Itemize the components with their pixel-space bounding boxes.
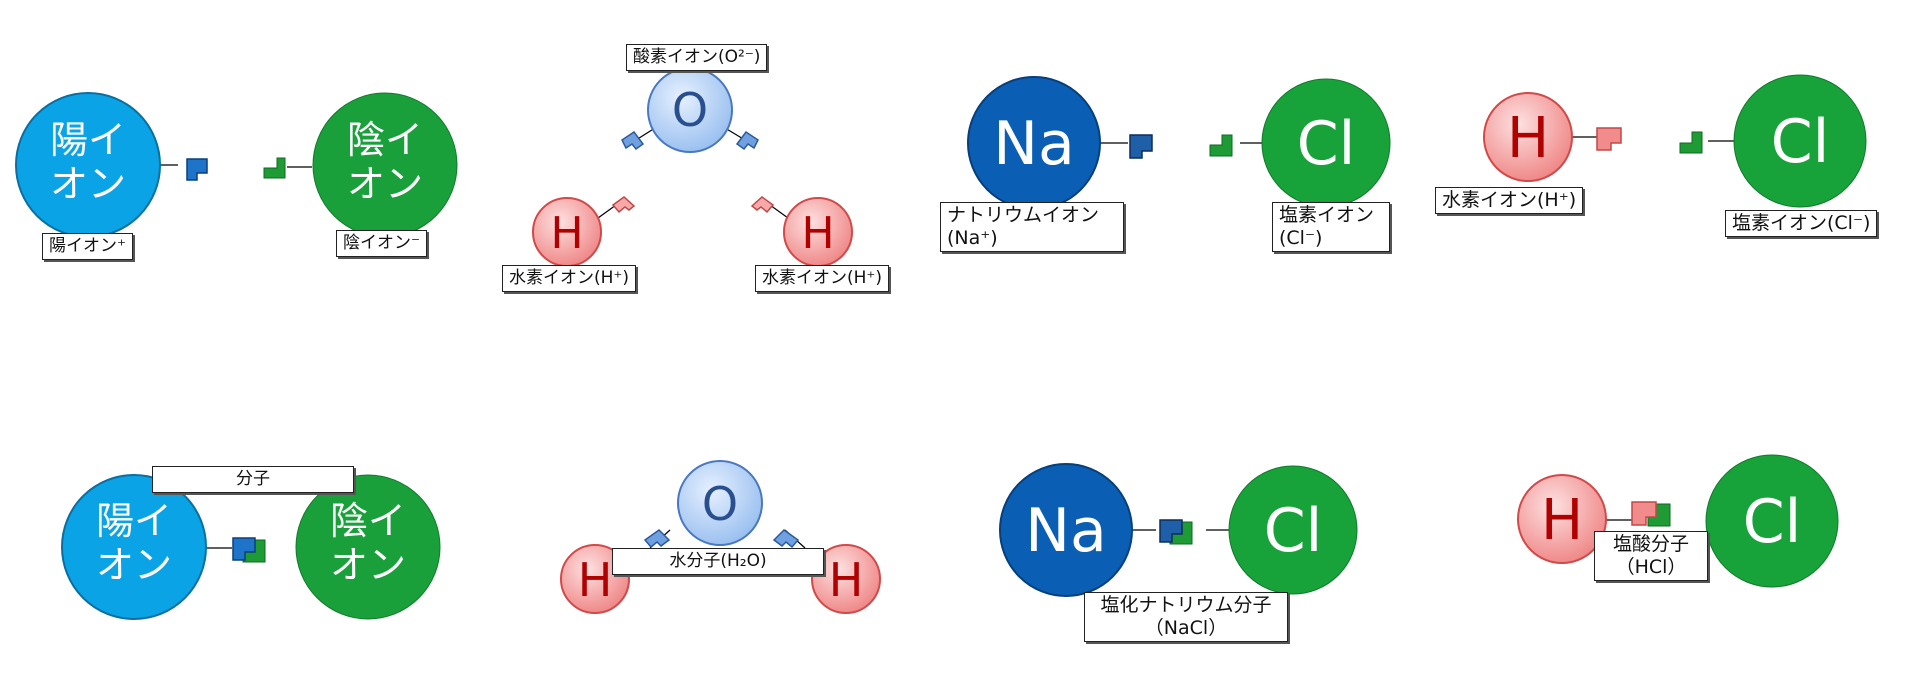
water-hydrogen-right-circle (811, 544, 881, 614)
water-molecule-label: 水分子(H₂O) (612, 548, 824, 575)
molecule-anion-line1: 陰イ (330, 499, 406, 543)
water-hydrogen-right-symbol: H (829, 553, 864, 607)
hydrogen-ion-hcl-circle (1483, 92, 1573, 182)
oxygen-connector-left (621, 130, 645, 151)
hcl-molecule-label: 塩酸分子 （HCl） (1594, 531, 1708, 581)
nacl-molecule-label: 塩化ナトリウム分子 （NaCl） (1084, 592, 1288, 642)
nacl-chloride-symbol: Cl (1264, 496, 1323, 566)
oxygen-connector-right (735, 130, 759, 151)
molecule-anion-line2: オン (330, 543, 406, 587)
water-oxygen-symbol: O (702, 477, 738, 531)
chloride-ion-hcl-symbol: Cl (1771, 107, 1830, 177)
sodium-ion-label: ナトリウムイオン (Na⁺) (940, 202, 1124, 252)
chloride-ion-symbol: Cl (1297, 109, 1356, 179)
hcl-molecule-label-line2: （HCl） (1615, 556, 1687, 578)
hydrogen-right-connector (750, 196, 775, 214)
water-hydrogen-left-symbol: H (578, 553, 613, 607)
molecule-cation-circle (61, 474, 207, 620)
anion-label: 陰イオン⁻ (336, 230, 427, 257)
water-bond-left (643, 529, 671, 549)
anion-connector (263, 157, 286, 179)
chloride-hcl-connector (1679, 131, 1703, 154)
cation-text-line2: オン (50, 162, 126, 206)
oxygen-ion-symbol: O (672, 83, 708, 137)
hcl-hydrogen-circle (1517, 474, 1607, 564)
nacl-molecule-label-line2: （NaCl） (1144, 617, 1228, 639)
molecule-cation-line2: オン (96, 543, 172, 587)
hydrogen-ion-right-label: 水素イオン(H⁺) (755, 265, 890, 292)
anion-text-line1: 陰イ (347, 118, 423, 162)
oxygen-ion-label: 酸素イオン(O²⁻) (626, 44, 768, 71)
nacl-chloride-circle (1228, 465, 1358, 595)
sodium-ion-symbol: Na (993, 109, 1075, 179)
sodium-ion-label-line1: ナトリウムイオン (947, 204, 1100, 226)
molecule-anion-circle (295, 474, 441, 620)
chloride-ion-label: 塩素イオン (Cl⁻) (1272, 202, 1390, 252)
anion-text-line2: オン (347, 162, 423, 206)
sodium-connector (1129, 134, 1153, 159)
cation-connector (186, 158, 208, 181)
hydrogen-left-connector (611, 196, 636, 214)
water-bond-right (772, 529, 800, 549)
nacl-molecule-label-line1: 塩化ナトリウム分子 (1100, 594, 1272, 616)
molecule-cation-line1: 陽イ (96, 499, 172, 543)
chloride-connector (1209, 134, 1233, 157)
chloride-ion-hcl-label: 塩素イオン(Cl⁻) (1725, 210, 1878, 237)
cation-label: 陽イオン⁺ (42, 233, 133, 260)
cation-text-line1: 陽イ (50, 118, 126, 162)
nacl-sodium-symbol: Na (1025, 496, 1107, 566)
hydrogen-ion-left-label: 水素イオン(H⁺) (502, 265, 637, 292)
hydrogen-ion-hcl-symbol: H (1507, 106, 1549, 171)
chloride-ion-hcl-circle (1733, 74, 1867, 208)
hydrogen-ion-hcl-label: 水素イオン(H⁺) (1435, 187, 1584, 214)
chloride-ion-label-line2: (Cl⁻) (1279, 227, 1323, 249)
molecule-label: 分子 (152, 466, 354, 493)
hcl-bond-connector (1631, 501, 1671, 527)
hcl-chloride-circle (1705, 454, 1839, 588)
hcl-chloride-symbol: Cl (1743, 487, 1802, 557)
hcl-molecule-label-line1: 塩酸分子 (1612, 533, 1689, 555)
molecule-bond-connector (232, 537, 266, 563)
nacl-sodium-circle (999, 463, 1133, 597)
hydrogen-hcl-connector (1596, 127, 1622, 151)
hydrogen-ion-left-symbol: H (550, 208, 583, 259)
chloride-ion-label-line1: 塩素イオン (1279, 204, 1375, 226)
nacl-bond-connector (1159, 519, 1193, 545)
water-oxygen-circle (677, 460, 763, 546)
sodium-ion-label-line2: (Na⁺) (947, 227, 998, 249)
hydrogen-ion-right-symbol: H (801, 208, 834, 259)
hcl-hydrogen-symbol: H (1541, 488, 1583, 553)
